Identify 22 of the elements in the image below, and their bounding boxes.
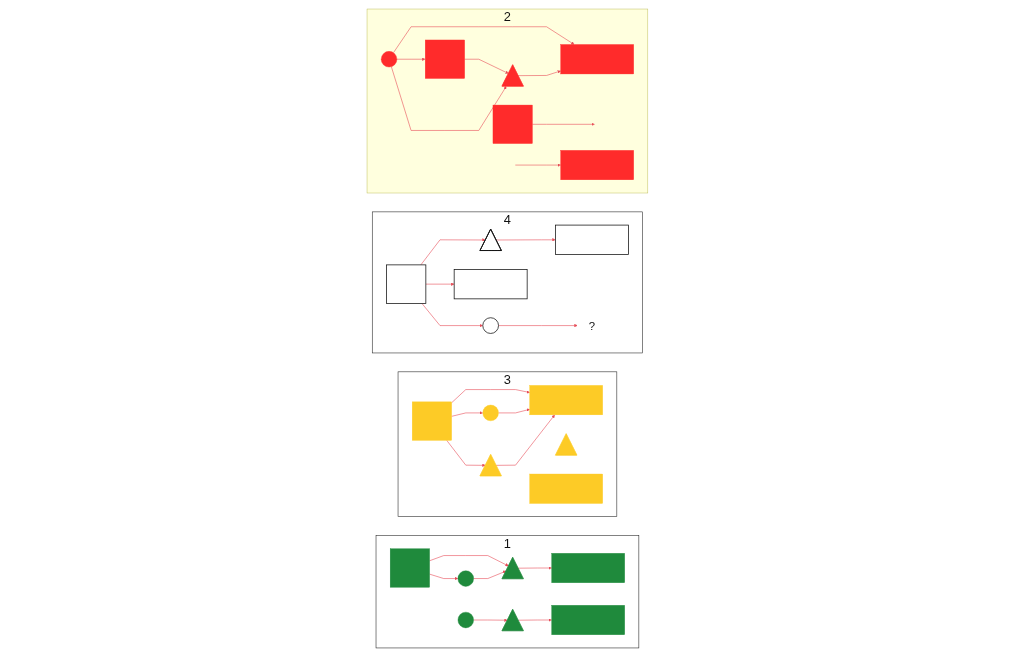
node-box bbox=[424, 39, 465, 79]
node-circle bbox=[457, 570, 474, 587]
node-bar bbox=[560, 44, 634, 75]
cluster: 3 bbox=[397, 371, 617, 517]
node-circle bbox=[482, 404, 499, 421]
node-bar bbox=[551, 605, 625, 635]
node-bar bbox=[551, 553, 625, 583]
node-bar bbox=[529, 385, 603, 416]
cluster: 1 bbox=[375, 535, 639, 649]
node-bar bbox=[554, 224, 629, 255]
node-box bbox=[385, 264, 426, 304]
node-bar bbox=[529, 473, 603, 504]
node-bar bbox=[453, 269, 528, 300]
node-circle bbox=[380, 51, 397, 68]
node-box bbox=[492, 104, 533, 144]
node-box bbox=[389, 548, 430, 588]
node-text: ? bbox=[588, 319, 595, 332]
node-box bbox=[411, 401, 452, 441]
node-bar bbox=[560, 150, 634, 180]
node-circle bbox=[481, 317, 499, 334]
cluster: 2 bbox=[366, 8, 648, 194]
node-circle bbox=[457, 611, 474, 629]
